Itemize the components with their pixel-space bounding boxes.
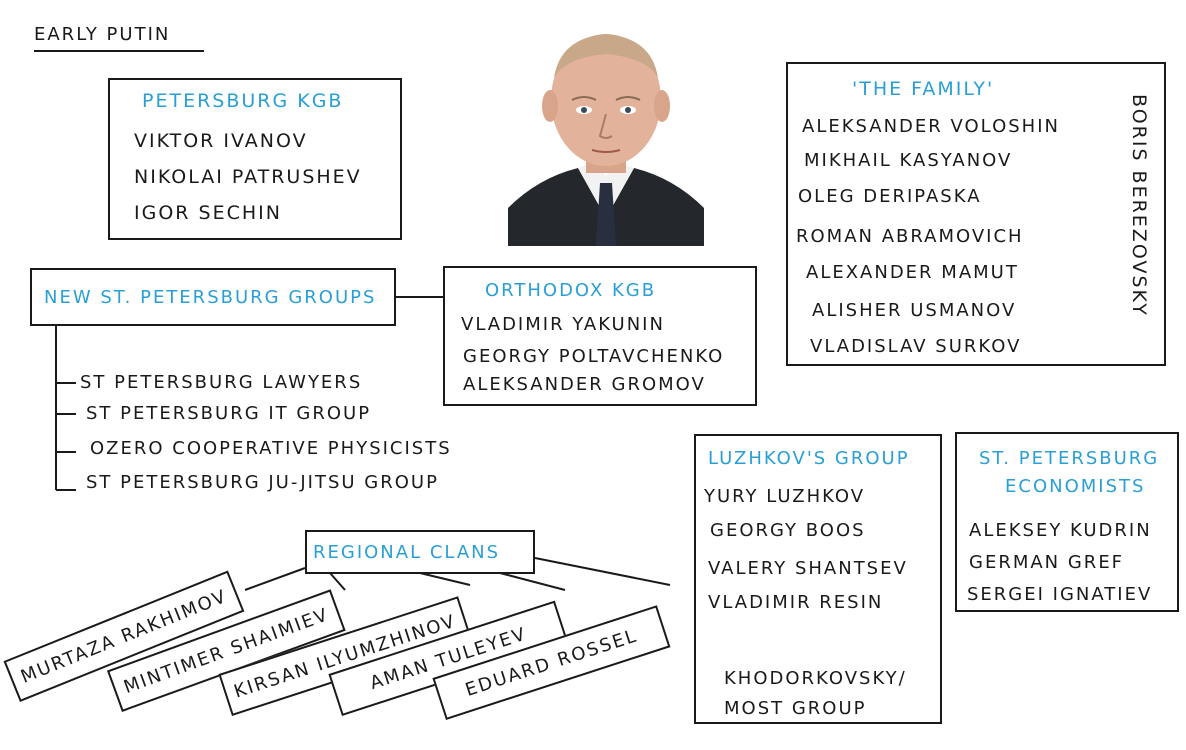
subgroup-item: OZERO COOPERATIVE PHYSICISTS	[90, 438, 452, 459]
economists-box: ST. PETERSBURG ECONOMISTS ALEKSEY KUDRIN…	[955, 432, 1179, 612]
family-member: ALEKSANDER VOLOSHIN	[802, 116, 1060, 137]
family-member: ALEXANDER MAMUT	[806, 262, 1019, 283]
new-st-petersburg-title: NEW ST. PETERSBURG GROUPS	[44, 287, 377, 308]
petersburg-kgb-title: PETERSBURG KGB	[142, 90, 344, 112]
page-title: EARLY PUTIN	[34, 24, 171, 45]
family-member: ROMAN ABRAMOVICH	[796, 226, 1024, 247]
family-member: OLEG DERIPASKA	[798, 186, 982, 207]
kgb-member: IGOR SECHIN	[134, 202, 282, 224]
petersburg-kgb-box: PETERSBURG KGB VIKTOR IVANOV NIKOLAI PAT…	[108, 78, 402, 240]
orthodox-member: ALEKSANDER GROMOV	[463, 374, 706, 395]
luzhkov-member: GEORGY BOOS	[710, 520, 866, 541]
the-family-box: 'THE FAMILY' ALEKSANDER VOLOSHIN MIKHAIL…	[786, 62, 1166, 366]
the-family-title: 'THE FAMILY'	[852, 78, 995, 100]
orthodox-member: VLADIMIR YAKUNIN	[461, 314, 665, 335]
regional-clans-title: REGIONAL CLANS	[313, 542, 501, 563]
regional-clans-box: REGIONAL CLANS	[305, 530, 535, 574]
berezovsky-label: BORIS BEREZOVSKY	[1128, 94, 1150, 317]
luzhkov-member: YURY LUZHKOV	[704, 486, 866, 507]
orthodox-kgb-box: ORTHODOX KGB VLADIMIR YAKUNIN GEORGY POL…	[443, 266, 757, 406]
family-member: MIKHAIL KASYANOV	[804, 150, 1013, 171]
luzhkov-title: LUZHKOV'S GROUP	[708, 448, 910, 469]
luzhkov-member: VLADIMIR RESIN	[708, 592, 884, 613]
title-underline	[34, 50, 204, 52]
portrait-icon	[508, 34, 704, 246]
economist-member: GERMAN GREF	[969, 552, 1125, 573]
kgb-member: NIKOLAI PATRUSHEV	[134, 166, 362, 188]
khodorkovsky-label: KHODORKOVSKY/ MOST GROUP	[724, 668, 907, 719]
economists-title-line1: ST. PETERSBURG	[979, 448, 1160, 469]
family-member: VLADISLAV SURKOV	[810, 336, 1022, 357]
luzhkov-box: LUZHKOV'S GROUP YURY LUZHKOV GEORGY BOOS…	[694, 434, 942, 724]
kgb-member: VIKTOR IVANOV	[134, 130, 308, 152]
economist-member: ALEKSEY KUDRIN	[969, 520, 1152, 541]
subgroup-item: ST PETERSBURG LAWYERS	[80, 372, 363, 393]
family-member: ALISHER USMANOV	[812, 300, 1017, 321]
luzhkov-member: VALERY SHANTSEV	[708, 558, 908, 579]
orthodox-kgb-title: ORTHODOX KGB	[485, 280, 657, 301]
economist-member: SERGEI IGNATIEV	[967, 584, 1153, 605]
subgroup-item: ST PETERSBURG IT GROUP	[86, 403, 372, 424]
subgroup-item: ST PETERSBURG JU-JITSU GROUP	[86, 472, 439, 493]
new-st-petersburg-box: NEW ST. PETERSBURG GROUPS	[30, 268, 396, 326]
economists-title-line2: ECONOMISTS	[1005, 476, 1146, 497]
orthodox-member: GEORGY POLTAVCHENKO	[463, 346, 725, 367]
